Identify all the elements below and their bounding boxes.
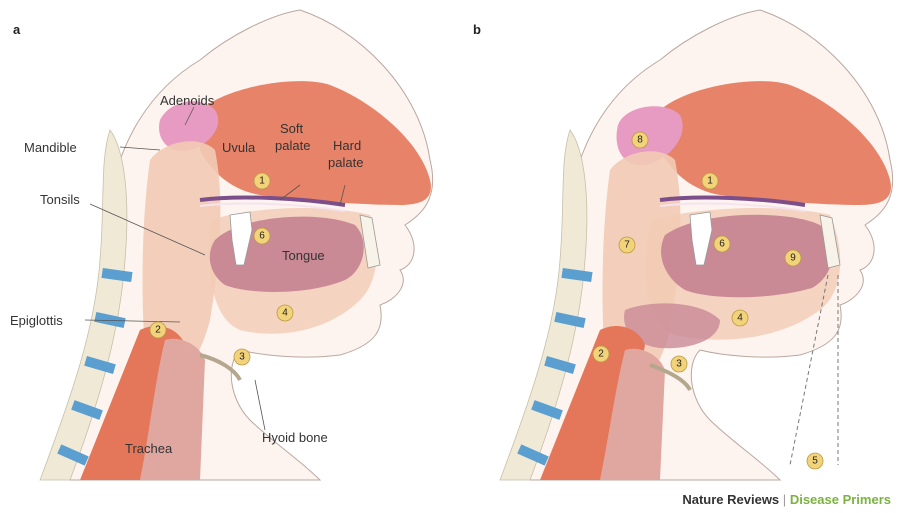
marker-a-4: 4	[277, 305, 293, 321]
label-soft-palate-1: Soft	[280, 121, 304, 136]
svg-text:4: 4	[282, 308, 288, 319]
svg-text:1: 1	[707, 176, 713, 187]
svg-text:9: 9	[790, 253, 796, 264]
credit-footer: Nature Reviews | Disease Primers	[682, 492, 891, 507]
panel-b-letter: b	[473, 22, 481, 37]
marker-b-7: 7	[619, 237, 635, 253]
marker-a-1: 1	[254, 173, 270, 189]
svg-text:3: 3	[676, 359, 682, 370]
marker-b-5: 5	[807, 453, 823, 469]
label-soft-palate-2: palate	[275, 138, 310, 153]
label-tongue: Tongue	[282, 248, 325, 263]
svg-text:6: 6	[719, 239, 725, 250]
credit-series: Disease Primers	[790, 492, 891, 507]
label-adenoids: Adenoids	[160, 93, 215, 108]
marker-a-2: 2	[150, 322, 166, 338]
label-hard-palate-2: palate	[328, 155, 363, 170]
svg-text:5: 5	[812, 456, 818, 467]
marker-b-9: 9	[785, 250, 801, 266]
svg-text:2: 2	[155, 325, 161, 336]
marker-b-6: 6	[714, 236, 730, 252]
label-hard-palate-1: Hard	[333, 138, 361, 153]
label-tonsils: Tonsils	[40, 192, 80, 207]
label-hyoid-bone: Hyoid bone	[262, 430, 328, 445]
svg-text:1: 1	[259, 176, 265, 187]
label-epiglottis: Epiglottis	[10, 313, 63, 328]
tongue-b	[661, 215, 832, 298]
svg-text:8: 8	[637, 135, 643, 146]
marker-b-1: 1	[702, 173, 718, 189]
panel-b: b 8 1	[473, 10, 893, 480]
svg-text:6: 6	[259, 231, 265, 242]
marker-b-4: 4	[732, 310, 748, 326]
credit-separator: |	[783, 492, 786, 507]
svg-text:4: 4	[737, 313, 743, 324]
svg-text:7: 7	[624, 240, 630, 251]
svg-text:3: 3	[239, 352, 245, 363]
svg-text:2: 2	[598, 349, 604, 360]
marker-a-6: 6	[254, 228, 270, 244]
panel-a-letter: a	[13, 22, 21, 37]
label-uvula: Uvula	[222, 140, 256, 155]
credit-journal: Nature Reviews	[682, 492, 779, 507]
marker-b-2: 2	[593, 346, 609, 362]
marker-a-3: 3	[234, 349, 250, 365]
label-trachea: Trachea	[125, 441, 173, 456]
label-mandible: Mandible	[24, 140, 77, 155]
panel-a: a	[10, 10, 433, 480]
marker-b-8: 8	[632, 132, 648, 148]
marker-b-3: 3	[671, 356, 687, 372]
